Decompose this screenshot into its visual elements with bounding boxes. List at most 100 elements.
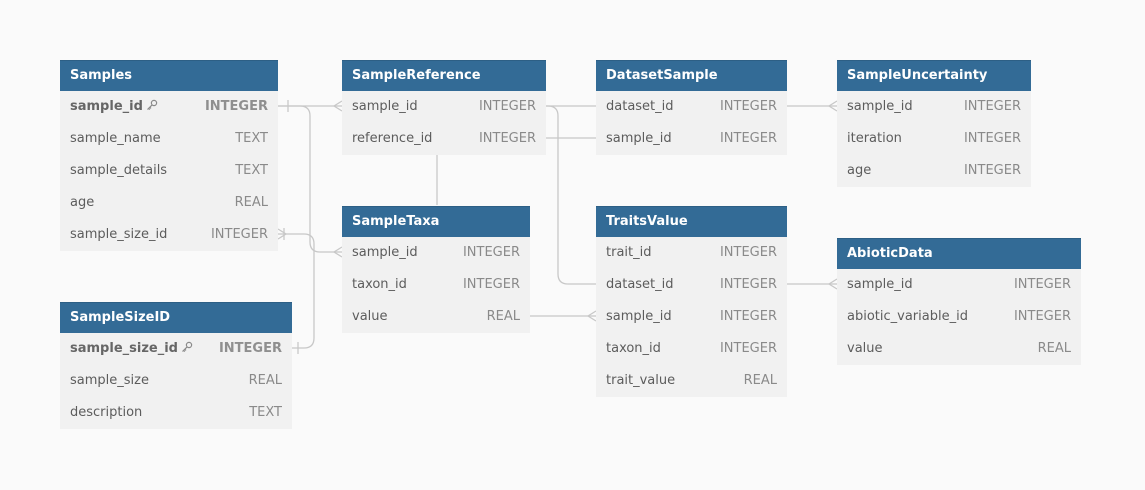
- field-type: INTEGER: [719, 131, 777, 146]
- key-icon: [182, 341, 193, 353]
- field-name-text: sample_details: [70, 163, 168, 178]
- table-header[interactable]: Samples: [60, 60, 278, 91]
- field-type: INTEGER: [719, 277, 777, 292]
- field-type: INTEGER: [719, 245, 777, 260]
- key-icon: [146, 99, 158, 111]
- table-header[interactable]: TraitsValue: [596, 206, 787, 237]
- field-name: sample_size: [70, 365, 149, 397]
- table-row[interactable]: iteration INTEGER: [837, 123, 1031, 155]
- field-name: abiotic_variable_id: [847, 301, 968, 333]
- many-marker: [827, 278, 838, 290]
- field-type: TEXT: [235, 131, 268, 146]
- table-row[interactable]: sample_size_id INTEGER: [60, 333, 292, 365]
- table-row[interactable]: sample_details TEXT: [60, 155, 278, 187]
- field-name: sample_id: [847, 91, 913, 123]
- table-row[interactable]: reference_id INTEGER: [342, 123, 546, 155]
- field-name-text: age: [847, 163, 872, 178]
- table-row[interactable]: abiotic_variable_id INTEGER: [837, 301, 1081, 333]
- field-name-text: trait_id: [606, 245, 652, 260]
- field-type: INTEGER: [963, 131, 1021, 146]
- field-name-text: iteration: [847, 131, 902, 146]
- table-header[interactable]: AbioticData: [837, 238, 1081, 269]
- field-type: INTEGER: [719, 341, 777, 356]
- field-name: sample_id: [606, 123, 672, 155]
- field-name-text: value: [352, 309, 388, 324]
- field-type: REAL: [743, 373, 777, 388]
- table-row[interactable]: trait_value REAL: [596, 365, 787, 397]
- field-name: dataset_id: [606, 91, 674, 123]
- field-name: description: [70, 397, 142, 429]
- field-type: INTEGER: [210, 227, 268, 242]
- table-row[interactable]: trait_id INTEGER: [596, 237, 787, 269]
- field-name-text: sample_id: [352, 99, 418, 114]
- field-type: INTEGER: [218, 341, 282, 356]
- field-name-text: sample_size_id: [70, 341, 178, 356]
- table-row[interactable]: sample_id INTEGER: [60, 91, 278, 123]
- table-header[interactable]: SampleReference: [342, 60, 546, 91]
- many-marker: [277, 228, 288, 240]
- field-type: INTEGER: [1013, 309, 1071, 324]
- field-name: value: [352, 301, 388, 333]
- field-name-text: sample_id: [847, 99, 913, 114]
- table-row[interactable]: sample_id INTEGER: [837, 91, 1031, 123]
- field-name-text: sample_name: [70, 131, 161, 146]
- field-name-text: reference_id: [352, 131, 433, 146]
- table-header[interactable]: SampleTaxa: [342, 206, 530, 237]
- field-name-text: trait_value: [606, 373, 676, 388]
- table-row[interactable]: taxon_id INTEGER: [596, 333, 787, 365]
- table-header[interactable]: DatasetSample: [596, 60, 787, 91]
- table-header[interactable]: SampleUncertainty: [837, 60, 1031, 91]
- field-name: taxon_id: [606, 333, 661, 365]
- link-samples-sampletaxa: [278, 105, 342, 253]
- many-marker: [586, 310, 597, 322]
- field-name-text: sample_id: [70, 99, 143, 114]
- many-marker: [332, 246, 343, 258]
- field-name: sample_id: [352, 91, 418, 123]
- field-name-text: value: [847, 341, 883, 356]
- field-type: INTEGER: [719, 309, 777, 324]
- field-name-text: sample_id: [606, 131, 672, 146]
- field-name: dataset_id: [606, 269, 674, 301]
- field-type: REAL: [234, 195, 268, 210]
- field-type: INTEGER: [963, 99, 1021, 114]
- field-type: INTEGER: [478, 131, 536, 146]
- field-name: sample_id: [847, 269, 913, 301]
- field-name-text: dataset_id: [606, 99, 674, 114]
- table-row[interactable]: sample_size REAL: [60, 365, 292, 397]
- field-name-text: abiotic_variable_id: [847, 309, 968, 324]
- table-row[interactable]: sample_id INTEGER: [596, 123, 787, 155]
- field-type: INTEGER: [204, 99, 268, 114]
- field-name: sample_details: [70, 155, 167, 187]
- field-type: REAL: [248, 373, 282, 388]
- field-type: INTEGER: [462, 277, 520, 292]
- table-row[interactable]: dataset_id INTEGER: [596, 269, 787, 301]
- table-row[interactable]: sample_name TEXT: [60, 123, 278, 155]
- field-type: TEXT: [235, 163, 268, 178]
- field-name: age: [847, 155, 871, 187]
- table-header[interactable]: SampleSizeID: [60, 302, 292, 333]
- many-marker: [332, 100, 343, 112]
- link-samplereference-traitsvalue: [546, 105, 596, 285]
- field-name: taxon_id: [352, 269, 407, 301]
- table-row[interactable]: taxon_id INTEGER: [342, 269, 530, 301]
